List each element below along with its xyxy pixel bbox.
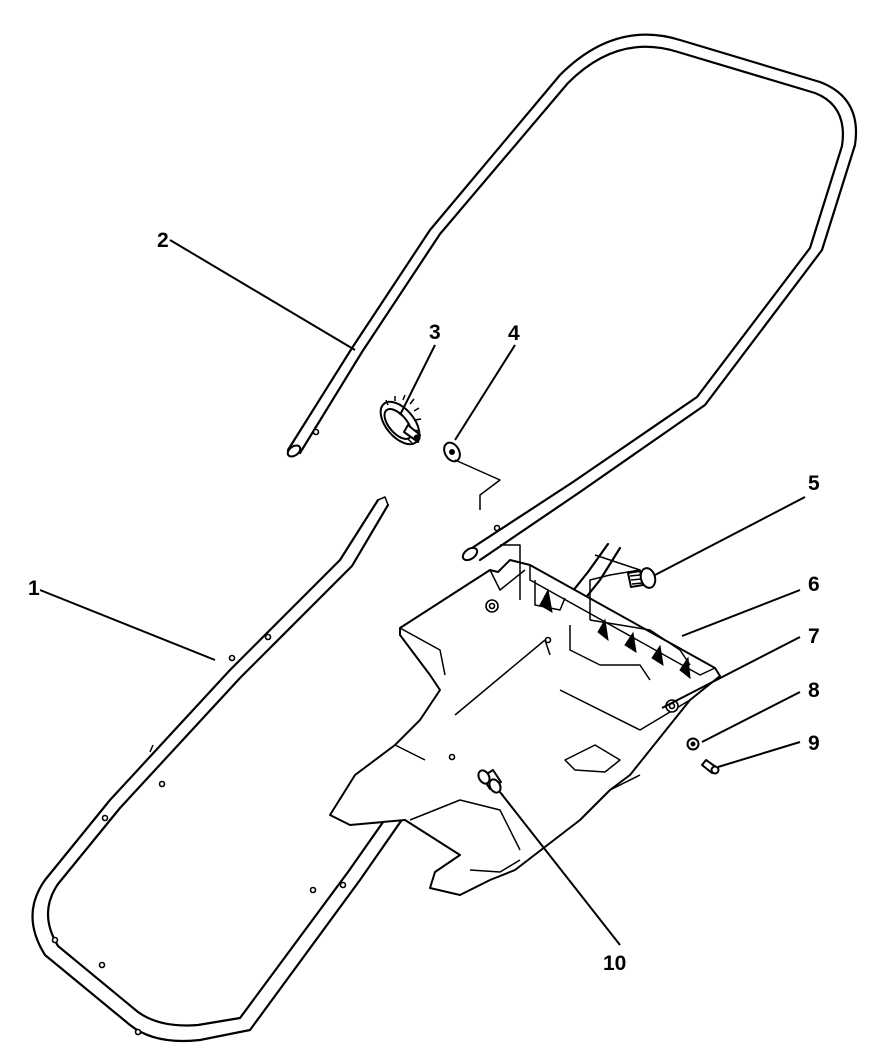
knob <box>379 394 422 446</box>
callout-4: 4 <box>508 322 520 345</box>
callout-10: 10 <box>603 952 626 975</box>
spacer <box>477 769 502 794</box>
callout-6: 6 <box>808 573 820 596</box>
callout-3: 3 <box>429 321 441 344</box>
washer <box>443 441 461 463</box>
callout-2: 2 <box>157 229 169 252</box>
leader-lines <box>39 239 806 946</box>
bolt <box>627 567 657 589</box>
assembly-guide-lines <box>454 459 641 620</box>
lower-handle-frame <box>31 496 622 1043</box>
lock-washer <box>686 737 700 751</box>
callout-8: 8 <box>808 679 820 702</box>
callout-1: 1 <box>28 577 40 600</box>
callout-5: 5 <box>808 472 820 495</box>
callout-7: 7 <box>808 625 820 648</box>
screw <box>701 759 720 775</box>
base-bracket <box>329 559 721 896</box>
upper-handle <box>286 33 858 562</box>
callout-9: 9 <box>808 732 820 755</box>
